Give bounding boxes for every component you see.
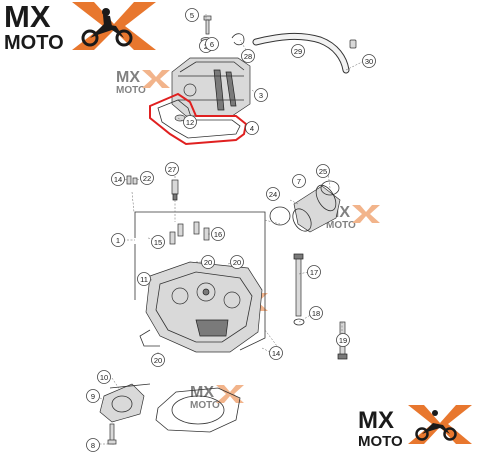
- callout-c15: 15: [151, 235, 165, 249]
- callout-number: 12: [186, 118, 194, 127]
- callout-c9: 9: [86, 389, 100, 403]
- logo-moto-text: MOTO: [4, 32, 64, 54]
- callout-number: 18: [312, 309, 320, 318]
- callout-c19: 19: [336, 333, 350, 347]
- callout-c20a: 20: [201, 255, 215, 269]
- callout-c11: 11: [137, 272, 151, 286]
- callout-labels: 1234567891011121414151617181920202022242…: [86, 8, 376, 452]
- logo-mx-text: MX: [4, 0, 51, 34]
- intake-boot: [292, 184, 341, 233]
- callout-number: 27: [168, 165, 176, 174]
- intake-clamp-b: [320, 180, 340, 196]
- callout-number: 14: [272, 349, 280, 358]
- logo-x-mark: [72, 2, 156, 50]
- watermark-1: MX MOTO: [116, 69, 170, 96]
- callout-c24: 24: [266, 187, 280, 201]
- svg-text:MX: MX: [190, 384, 214, 401]
- callout-number: 5: [190, 11, 194, 20]
- callout-c28: 28: [241, 49, 255, 63]
- callout-c10: 10: [97, 370, 111, 384]
- logo-moto-text-bottom: MOTO: [358, 433, 403, 450]
- callout-c20b: 20: [230, 255, 244, 269]
- head-stud: [293, 253, 304, 317]
- callout-number: 1: [116, 236, 120, 245]
- rider-silhouette-bottom: [415, 410, 457, 441]
- callout-number: 6: [210, 40, 214, 49]
- callout-c1: 1: [111, 233, 125, 247]
- callout-number: 22: [143, 174, 151, 183]
- head-group-bracket: [134, 211, 266, 351]
- callout-c4: 4: [245, 121, 259, 135]
- head-gasket: [155, 387, 241, 433]
- callout-c14a: 14: [111, 172, 125, 186]
- callout-number: 16: [214, 230, 222, 239]
- callout-number: 20: [204, 258, 212, 267]
- callout-c18: 18: [309, 306, 323, 320]
- callout-c7: 7: [292, 174, 306, 188]
- callout-c17: 17: [307, 265, 321, 279]
- callout-number: 19: [339, 336, 347, 345]
- callout-c3: 3: [254, 88, 268, 102]
- callout-c6: 6: [205, 37, 219, 51]
- small-bolts-left: [126, 175, 138, 185]
- exhaust-flange: [99, 383, 151, 423]
- callout-number: 9: [91, 392, 95, 401]
- callout-number: 8: [91, 441, 95, 450]
- callout-c27: 27: [165, 162, 179, 176]
- callout-c30: 30: [362, 54, 376, 68]
- callout-number: 3: [259, 91, 263, 100]
- callout-number: 17: [310, 268, 318, 277]
- callout-number: 20: [233, 258, 241, 267]
- callout-number: 24: [269, 190, 277, 199]
- callout-number: 7: [297, 177, 301, 186]
- valve-cover-gasket-highlight: [149, 92, 248, 146]
- callout-c12: 12: [183, 115, 197, 129]
- callout-c22: 22: [140, 171, 154, 185]
- callout-c20c: 20: [151, 353, 165, 367]
- callout-c29: 29: [291, 44, 305, 58]
- callout-number: 14: [114, 175, 122, 184]
- callout-number: 10: [100, 373, 108, 382]
- callout-number: 20: [154, 356, 162, 365]
- callout-number: 28: [244, 52, 252, 61]
- cylinder-head: [139, 261, 263, 353]
- svg-text:MX: MX: [116, 69, 140, 86]
- valve-cover-gasket: [157, 99, 241, 139]
- logo-mx-text-bottom: MX: [358, 407, 394, 434]
- callout-c16: 16: [211, 227, 225, 241]
- svg-text:MOTO: MOTO: [326, 220, 356, 231]
- svg-text:MOTO: MOTO: [190, 400, 220, 411]
- rider-silhouette: [81, 8, 133, 47]
- flange-stud: [107, 423, 117, 445]
- stud-washer: [293, 318, 305, 326]
- callout-number: 15: [154, 238, 162, 247]
- callout-number: 29: [294, 47, 302, 56]
- callout-number: 30: [365, 57, 373, 66]
- callout-c5: 5: [185, 8, 199, 22]
- valve-tappets: [169, 221, 210, 245]
- callout-number: 11: [140, 275, 148, 284]
- hose-clip: [231, 33, 245, 46]
- svg-text:MOTO: MOTO: [116, 85, 146, 96]
- callout-c14b: 14: [269, 346, 283, 360]
- intake-clamp-a: [269, 206, 291, 226]
- callout-c25: 25: [316, 164, 330, 178]
- breather-hose: [252, 32, 357, 74]
- brand-logo-top: MX MOTO: [4, 0, 156, 54]
- callout-c8: 8: [86, 438, 100, 452]
- brand-logo-bottom: MX MOTO: [358, 405, 472, 450]
- callout-number: 25: [319, 167, 327, 176]
- valve-cover: [171, 57, 251, 117]
- spark-plug: [171, 179, 179, 201]
- callout-number: 4: [250, 124, 254, 133]
